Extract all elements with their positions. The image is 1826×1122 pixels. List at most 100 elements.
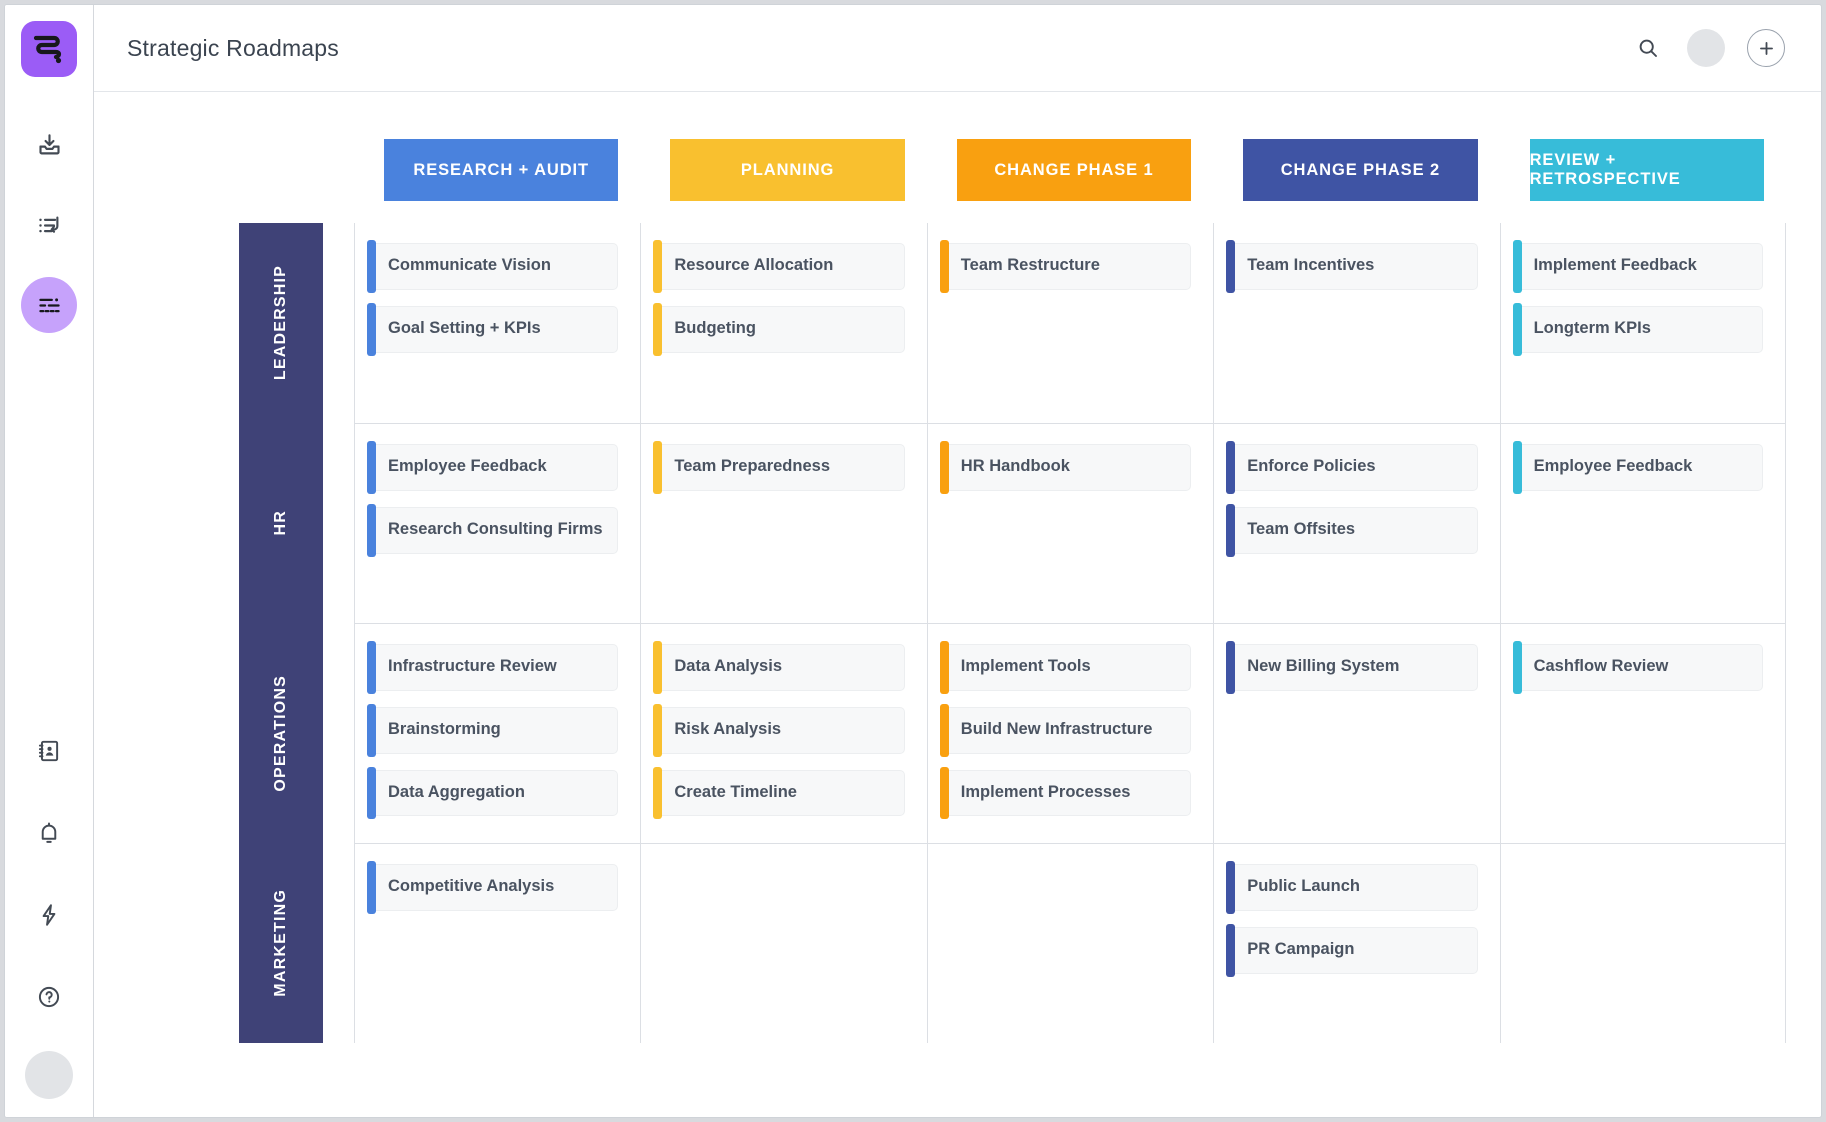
cell-hr-planning[interactable]: Team Preparedness: [640, 423, 927, 623]
row-label-marketing[interactable]: MARKETING: [238, 843, 323, 1044]
cell-operations-review[interactable]: Cashflow Review: [1499, 623, 1786, 844]
task-card[interactable]: Resource Allocation: [653, 240, 905, 293]
task-card[interactable]: Implement Feedback: [1512, 240, 1763, 293]
task-card[interactable]: Build New Infrastructure: [939, 703, 1192, 757]
topbar-user-avatar[interactable]: [1687, 29, 1725, 67]
column-header-review[interactable]: REVIEW + RETROSPECTIVE: [1529, 139, 1764, 201]
task-card[interactable]: Employee Feedback: [367, 441, 619, 494]
card-color-bar: [367, 703, 376, 757]
header-spacer: [219, 139, 354, 201]
task-card[interactable]: Team Incentives: [1226, 240, 1478, 293]
cell-marketing-change1[interactable]: [926, 843, 1214, 1044]
task-card[interactable]: Risk Analysis: [653, 703, 905, 757]
task-card[interactable]: Enforce Policies: [1226, 441, 1478, 494]
task-card[interactable]: Budgeting: [653, 302, 905, 356]
sidebar-item-roadmaps[interactable]: [21, 277, 77, 333]
task-card[interactable]: Data Analysis: [653, 641, 905, 694]
task-card[interactable]: Longterm KPIs: [1512, 302, 1763, 356]
task-card[interactable]: Goal Setting + KPIs: [367, 302, 619, 356]
task-card[interactable]: Implement Processes: [939, 766, 1192, 820]
app-logo[interactable]: [21, 21, 77, 77]
cell-hr-change1[interactable]: HR Handbook: [926, 423, 1214, 623]
column-header-planning[interactable]: PLANNING: [670, 139, 905, 201]
task-card[interactable]: Infrastructure Review: [367, 641, 619, 694]
task-card[interactable]: Implement Tools: [939, 641, 1192, 694]
cell-marketing-change2[interactable]: Public Launch PR Campaign: [1213, 843, 1500, 1044]
task-card[interactable]: Team Offsites: [1226, 503, 1478, 557]
cell-marketing-planning[interactable]: [640, 843, 927, 1044]
sidebar-item-inbox[interactable]: [21, 117, 77, 173]
card-title: HR Handbook: [948, 444, 1192, 491]
row-label-text: OPERATIONS: [271, 674, 289, 792]
cell-marketing-research[interactable]: Competitive Analysis: [354, 843, 641, 1044]
task-card[interactable]: New Billing System: [1226, 641, 1478, 694]
sidebar-item-notifications[interactable]: [21, 805, 77, 861]
card-color-bar: [653, 441, 663, 494]
task-card[interactable]: Employee Feedback: [1512, 441, 1763, 494]
card-title: Team Preparedness: [662, 444, 905, 491]
sidebar-item-automations[interactable]: [21, 887, 77, 943]
task-card[interactable]: Cashflow Review: [1512, 641, 1763, 694]
card-color-bar: [653, 766, 663, 820]
cell-operations-change2[interactable]: New Billing System: [1213, 623, 1500, 844]
search-button[interactable]: [1631, 31, 1665, 65]
sidebar-item-help[interactable]: [21, 969, 77, 1025]
column-header-change2[interactable]: CHANGE PHASE 2: [1243, 139, 1478, 201]
cell-hr-review[interactable]: Employee Feedback: [1499, 423, 1786, 623]
row-label-hr[interactable]: HR: [238, 423, 323, 623]
left-sidebar: [5, 5, 94, 1117]
card-color-bar: [1512, 441, 1522, 494]
column-header-research[interactable]: RESEARCH + AUDIT: [384, 139, 619, 201]
row-label-leadership[interactable]: LEADERSHIP: [238, 223, 323, 423]
task-card[interactable]: Brainstorming: [367, 703, 619, 757]
card-title: Data Aggregation: [376, 769, 619, 817]
card-color-bar: [367, 766, 376, 820]
column-header-change1[interactable]: CHANGE PHASE 1: [956, 139, 1192, 201]
row-label-operations[interactable]: OPERATIONS: [238, 623, 323, 844]
card-title: Create Timeline: [662, 769, 905, 817]
sidebar-item-tasks[interactable]: [21, 197, 77, 253]
top-bar: Strategic Roadmaps: [94, 5, 1821, 92]
card-color-bar: [653, 240, 663, 293]
sidebar-item-contacts[interactable]: [21, 723, 77, 779]
card-title: Team Restructure: [948, 243, 1192, 290]
task-card[interactable]: HR Handbook: [939, 441, 1192, 494]
card-color-bar: [367, 861, 376, 915]
add-button[interactable]: [1747, 29, 1785, 67]
card-color-bar: [653, 641, 663, 694]
task-card[interactable]: Team Preparedness: [653, 441, 905, 494]
task-card[interactable]: Competitive Analysis: [367, 861, 619, 915]
card-color-bar: [1512, 240, 1522, 293]
task-list-icon: [38, 216, 58, 233]
card-color-bar: [367, 441, 376, 494]
cell-leadership-change2[interactable]: Team Incentives: [1213, 223, 1499, 423]
task-card[interactable]: Communicate Vision: [367, 240, 619, 293]
card-title: Budgeting: [662, 305, 905, 353]
row-label-cell-leadership: LEADERSHIP: [219, 223, 354, 423]
task-card[interactable]: Public Launch: [1226, 861, 1478, 915]
card-title: Implement Tools: [948, 644, 1192, 691]
task-card[interactable]: Team Restructure: [939, 240, 1192, 293]
cell-marketing-review[interactable]: [1499, 843, 1786, 1044]
task-card[interactable]: Create Timeline: [653, 766, 905, 820]
card-color-bar: [367, 641, 376, 694]
sidebar-user-avatar[interactable]: [25, 1051, 73, 1099]
task-card[interactable]: Data Aggregation: [367, 766, 619, 820]
task-card[interactable]: Research Consulting Firms: [367, 503, 619, 557]
card-title: New Billing System: [1235, 644, 1478, 691]
row-label-text: LEADERSHIP: [271, 265, 289, 381]
logo-squiggle-icon: [33, 35, 62, 64]
task-card[interactable]: PR Campaign: [1226, 924, 1478, 977]
card-title: Implement Processes: [948, 769, 1192, 817]
cell-leadership-change1[interactable]: Team Restructure: [926, 223, 1213, 423]
